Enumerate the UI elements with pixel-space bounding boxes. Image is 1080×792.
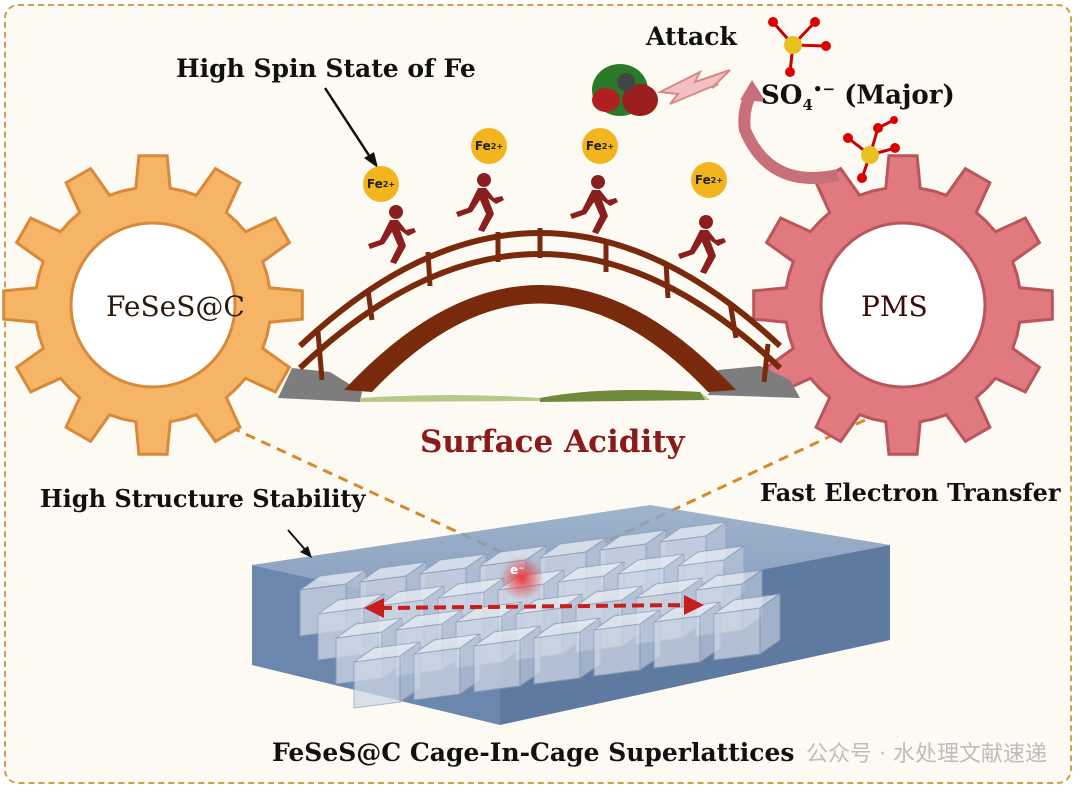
- surface-acidity-label: Surface Acidity: [420, 424, 685, 460]
- cage-cube: [653, 601, 721, 669]
- gear-left-icon: [2, 154, 304, 456]
- gear-right-label: PMS: [861, 290, 928, 323]
- structure-stability-label: High Structure Stability: [40, 484, 366, 513]
- cage-cube: [473, 625, 541, 693]
- runner-icon: [678, 215, 726, 274]
- rock-left: [278, 368, 362, 402]
- sulfate-molecule-top-icon: [768, 17, 831, 77]
- gear-right-icon: [752, 154, 1054, 456]
- cage-cube: [713, 593, 781, 661]
- runner-icon: [368, 205, 416, 264]
- superlattice-label: FeSeS@C Cage-In-Cage Superlattices: [272, 738, 795, 767]
- electron-symbol: e⁻: [510, 563, 525, 577]
- sulfate-radical-label: SO4•− (Major): [761, 80, 955, 114]
- sulfate-molecule-bottom-icon: [843, 116, 900, 183]
- orbital-icon: [592, 64, 658, 116]
- high-spin-label: High Spin State of Fe: [176, 54, 476, 83]
- attack-label: Attack: [646, 22, 737, 51]
- bridge: [297, 228, 783, 392]
- electron-arrow: [379, 603, 689, 610]
- gear-left-label: FeSeS@C: [106, 290, 245, 323]
- watermark: 公众号 · 水处理文献速递: [806, 742, 1047, 767]
- attack-bolt-icon: [656, 69, 731, 105]
- pointer-arrow: [323, 87, 374, 161]
- superlattice-box: [252, 505, 890, 725]
- runner-icon: [456, 173, 504, 232]
- electron-glow: [500, 556, 544, 600]
- fast-electron-label: Fast Electron Transfer: [760, 478, 1061, 507]
- runner-icon: [570, 175, 618, 234]
- cycle-arrow: [738, 89, 840, 184]
